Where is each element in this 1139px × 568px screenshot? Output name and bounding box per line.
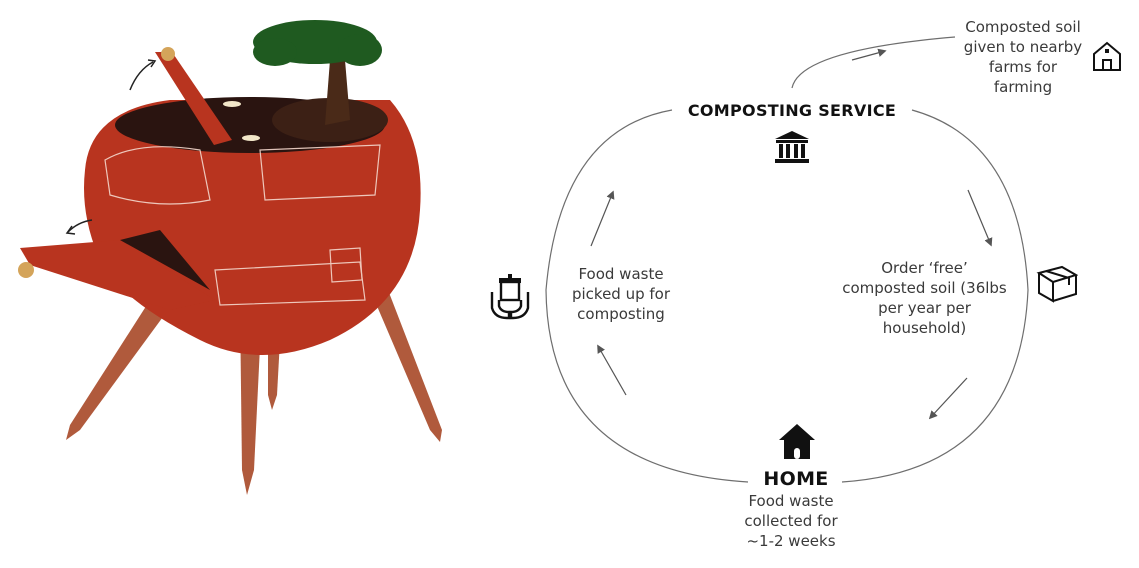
farm-arc: [791, 36, 956, 89]
tree-illustration: [253, 20, 382, 125]
package-box-icon: [1036, 265, 1078, 303]
order-soil-label: Order ‘free’ composted soil (36lbs per y…: [842, 259, 1007, 337]
barn-icon: [1093, 41, 1121, 71]
arrow-pickup-up-upper: [590, 190, 615, 247]
cycle-arc-left: [545, 109, 749, 483]
hands-holding-bin-icon: [490, 274, 530, 320]
arrow-to-farm: [851, 48, 887, 61]
farms-label: Composted soil given to nearby farms for…: [963, 18, 1083, 96]
house-icon: [779, 424, 815, 459]
home-title: HOME: [763, 468, 829, 490]
lever-arm: [155, 52, 232, 145]
cycle-arc-right: [841, 109, 1029, 483]
arrow-pickup-up-lower: [597, 344, 627, 396]
drawer-tray: [20, 240, 215, 310]
composter-illustration: [18, 20, 442, 495]
composting-service-title: COMPOSTING SERVICE: [687, 101, 897, 120]
home-label: Food waste collected for ~1-2 weeks: [744, 492, 838, 550]
bank-building-icon: [775, 131, 809, 163]
pickup-label: Food waste picked up for composting: [571, 265, 671, 323]
arrow-order-down: [967, 189, 993, 247]
arrow-to-home: [928, 377, 968, 420]
